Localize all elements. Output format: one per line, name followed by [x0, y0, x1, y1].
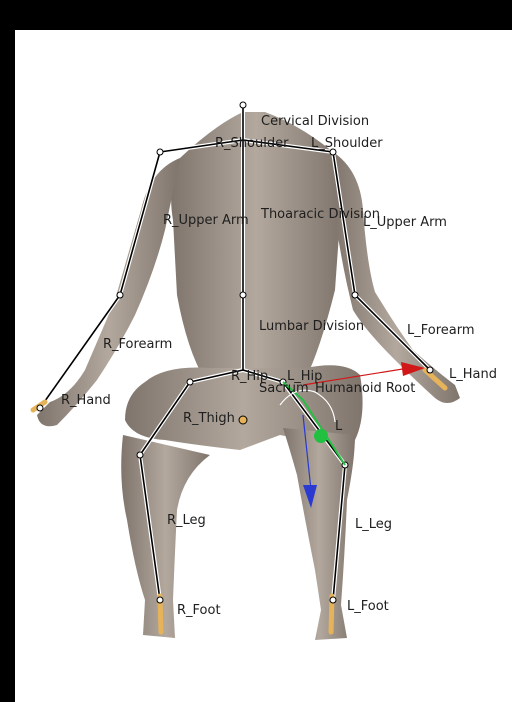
label-r-thigh: R_Thigh — [183, 411, 235, 426]
selected-joint-handle — [314, 429, 328, 443]
label-l-forearm: L_Forearm — [407, 323, 475, 338]
label-r-shoulder: R_Shoulder — [215, 136, 289, 151]
joint-l-ankle — [330, 597, 336, 603]
label-r-hand: R_Hand — [61, 393, 111, 408]
joint-r-wrist — [37, 405, 43, 411]
label-sacrum: Sacrum — [259, 381, 309, 396]
rig-canvas[interactable]: Cervical Division R_Shoulder L_Shoulder … — [15, 30, 512, 702]
label-cervical: Cervical Division — [261, 114, 369, 129]
label-r-forearm: R_Forearm — [103, 337, 172, 352]
label-r-upper-arm: R_Upper Arm — [163, 213, 249, 228]
joint-neck — [240, 102, 246, 108]
label-l-upper-arm: L_Upper Arm — [363, 215, 447, 230]
joint-l-wrist — [427, 367, 433, 373]
label-r-leg: R_Leg — [167, 513, 206, 528]
label-lumbar: Lumbar Division — [259, 319, 364, 334]
joint-r-ankle — [157, 597, 163, 603]
joint-r-hip — [187, 379, 193, 385]
joint-l-elbow — [352, 292, 358, 298]
label-r-foot: R_Foot — [177, 603, 221, 618]
joint-r-elbow — [117, 292, 123, 298]
joint-pelvis-root — [239, 416, 247, 424]
label-l-thigh: L — [335, 419, 343, 434]
joint-r-knee — [137, 452, 143, 458]
joint-r-shoulder — [157, 149, 163, 155]
label-l-leg: L_Leg — [355, 517, 392, 532]
label-l-hand: L_Hand — [449, 367, 497, 382]
label-l-shoulder: L_Shoulder — [311, 136, 383, 151]
label-l-foot: L_Foot — [347, 599, 389, 614]
label-thoracic: Thoaracic Division — [260, 207, 380, 222]
label-humanoid-root: Humanoid Root — [315, 381, 415, 396]
joint-spine — [240, 292, 246, 298]
3d-viewport[interactable]: Cervical Division R_Shoulder L_Shoulder … — [15, 30, 512, 702]
